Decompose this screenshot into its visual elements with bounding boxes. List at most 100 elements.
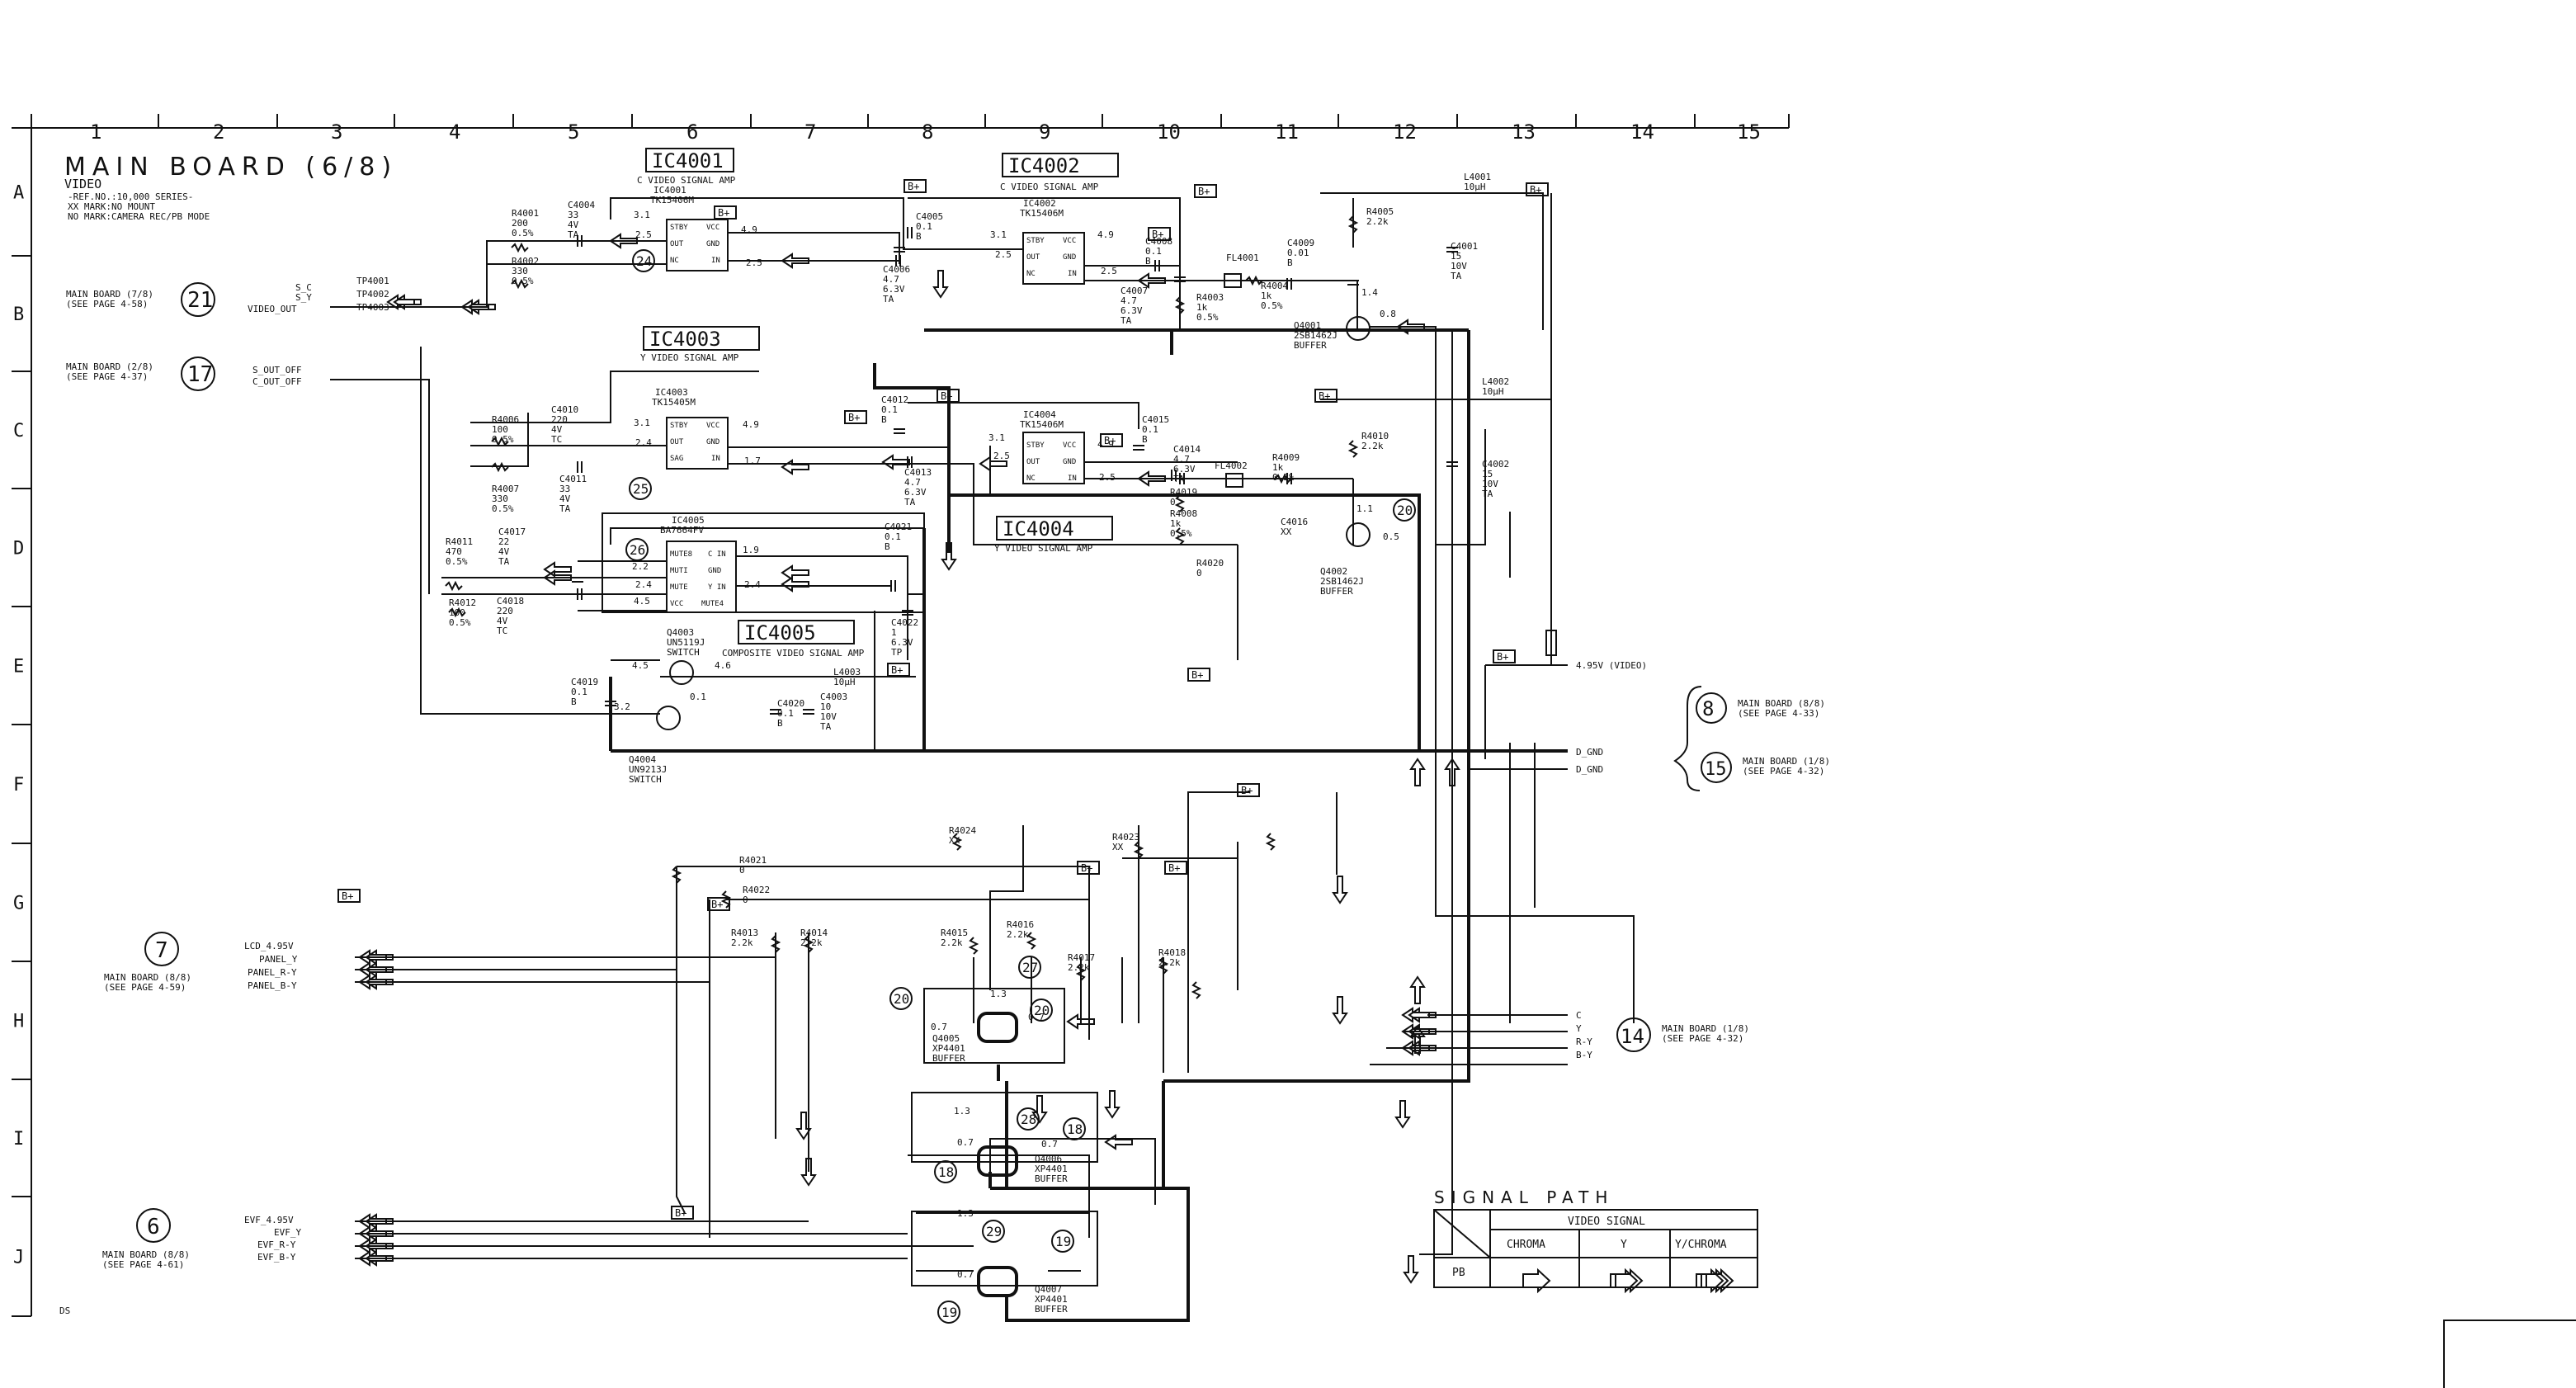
- component-ref: R4021: [739, 855, 767, 866]
- component-ref: R4003: [1196, 292, 1224, 303]
- grid-col-label: 4: [449, 120, 460, 144]
- grid-col-label: 8: [922, 120, 933, 144]
- circled-marker: 27: [1018, 956, 1041, 979]
- component-rating: 6.3V: [883, 284, 905, 295]
- voltage-reading: 1.1: [1356, 503, 1373, 514]
- grid-col-label: 10: [1157, 120, 1181, 144]
- svg-text:EVF_Y: EVF_Y: [274, 1227, 301, 1238]
- svg-text:TP4001: TP4001: [356, 276, 389, 286]
- ic4003-title: IC4003 Y VIDEO SIGNAL AMP: [640, 326, 760, 363]
- circled-marker: 18: [934, 1160, 957, 1183]
- svg-text:STBY: STBY: [1026, 237, 1045, 245]
- svg-text:17: 17: [187, 362, 213, 387]
- voltage-reading: 3.1: [990, 229, 1007, 240]
- grid-row-label: E: [13, 657, 24, 677]
- component-ref: C4018: [497, 596, 524, 607]
- component-ref: R4010: [1361, 431, 1389, 441]
- svg-text:IC4001: IC4001: [652, 149, 724, 172]
- signal-arrow: [1066, 1013, 1095, 1030]
- voltage-reading: 2.2: [632, 561, 649, 572]
- component-type: TA: [820, 721, 832, 732]
- grid-row-label: G: [13, 894, 24, 914]
- signal-arrow: [781, 576, 809, 592]
- bplus-tag: B+: [1194, 184, 1217, 198]
- svg-text:MAIN BOARD (8/8): MAIN BOARD (8/8): [1738, 698, 1825, 709]
- grid-col-label: 15: [1737, 120, 1761, 144]
- signal-path-legend: SIGNAL PATH VIDEO SIGNAL CHROMA Y Y/CHRO…: [1433, 1187, 1758, 1294]
- voltage-reading: 3.1: [988, 432, 1005, 443]
- svg-text:MAIN BOARD (8/8): MAIN BOARD (8/8): [102, 1249, 190, 1260]
- component-value: 10: [820, 701, 831, 712]
- component-ref: C4012: [881, 394, 908, 405]
- component-rating: B: [1145, 256, 1151, 267]
- signal-arrow: [881, 454, 910, 470]
- voltage-reading: 1.3: [957, 1208, 974, 1219]
- svg-text:D_GND: D_GND: [1576, 747, 1603, 758]
- svg-text:R-Y: R-Y: [1576, 1036, 1592, 1047]
- voltage-reading: 1.9: [743, 545, 759, 555]
- grid-row-label: F: [13, 775, 24, 796]
- voltage-reading: 0.8: [1380, 309, 1396, 319]
- signal-arrow: [1444, 758, 1460, 786]
- signal-wires: [330, 192, 1635, 1272]
- svg-text:IN: IN: [711, 257, 720, 265]
- component-ref: C4015: [1142, 414, 1169, 425]
- voltage-reading: 0.1: [690, 692, 706, 702]
- bplus-tag: B+: [1187, 668, 1210, 682]
- component-value: 4.7: [1173, 454, 1190, 465]
- component-ref: C4001: [1451, 241, 1478, 252]
- bplus-label: B+: [1191, 669, 1203, 681]
- component-rating: B: [1142, 434, 1148, 445]
- svg-text:C IN: C IN: [708, 550, 726, 559]
- svg-text:COMPOSITE VIDEO SIGNAL AMP: COMPOSITE VIDEO SIGNAL AMP: [722, 648, 865, 659]
- grid-col-label: 3: [331, 120, 342, 144]
- component-ref: R4016: [1007, 919, 1034, 930]
- component-ref: R4005: [1366, 206, 1394, 217]
- ic4002-body: IC4002 TK15406M STBY OUT NC VCC GND IN: [1020, 198, 1085, 285]
- signal-arrow: [1409, 975, 1426, 1004]
- component-value: XX: [1112, 842, 1124, 852]
- voltage-reading: 3.1: [634, 418, 650, 428]
- bplus-label: B+: [1241, 785, 1253, 796]
- component-symbols: [445, 215, 1458, 999]
- voltage-reading: 3.2: [614, 701, 630, 712]
- component-ref: C4009: [1287, 238, 1314, 248]
- signal-arrow: [543, 569, 572, 586]
- bplus-tags: B+B+B+B+B+B+B+B+B+B+B+B+B+B+B+B+B+B+: [337, 179, 1549, 1220]
- svg-text:S_OUT_OFF: S_OUT_OFF: [252, 365, 302, 375]
- bplus-label: B+: [848, 412, 860, 423]
- signal-arrow: [609, 233, 638, 249]
- component-ref: R4018: [1158, 947, 1186, 958]
- svg-text:VIDEO_OUT: VIDEO_OUT: [248, 304, 297, 314]
- bplus-label: B+: [1152, 229, 1163, 240]
- bplus-label: B+: [941, 390, 952, 402]
- voltage-reading: 4.6: [715, 660, 731, 671]
- bplus-tag: B+: [887, 663, 910, 677]
- svg-text:IC4002: IC4002: [1023, 198, 1056, 209]
- circled-marker: 26: [625, 538, 649, 561]
- bplus-label: B+: [908, 181, 919, 192]
- component-rating: SWITCH: [667, 647, 700, 658]
- component-ref: C4021: [885, 522, 912, 532]
- marker-number: 18: [1067, 1121, 1083, 1137]
- component-ref: R4008: [1170, 508, 1197, 519]
- connector-power-gnd: 4.95V (VIDEO) D_GND D_GND: [1469, 630, 1702, 791]
- component-value: XP4401: [1035, 1294, 1068, 1305]
- component-rating: 0.5%: [1261, 300, 1283, 311]
- page-subtitle: VIDEO: [64, 177, 101, 191]
- component-ref: R4012: [449, 597, 476, 608]
- circled-marker: 28: [1017, 1107, 1040, 1131]
